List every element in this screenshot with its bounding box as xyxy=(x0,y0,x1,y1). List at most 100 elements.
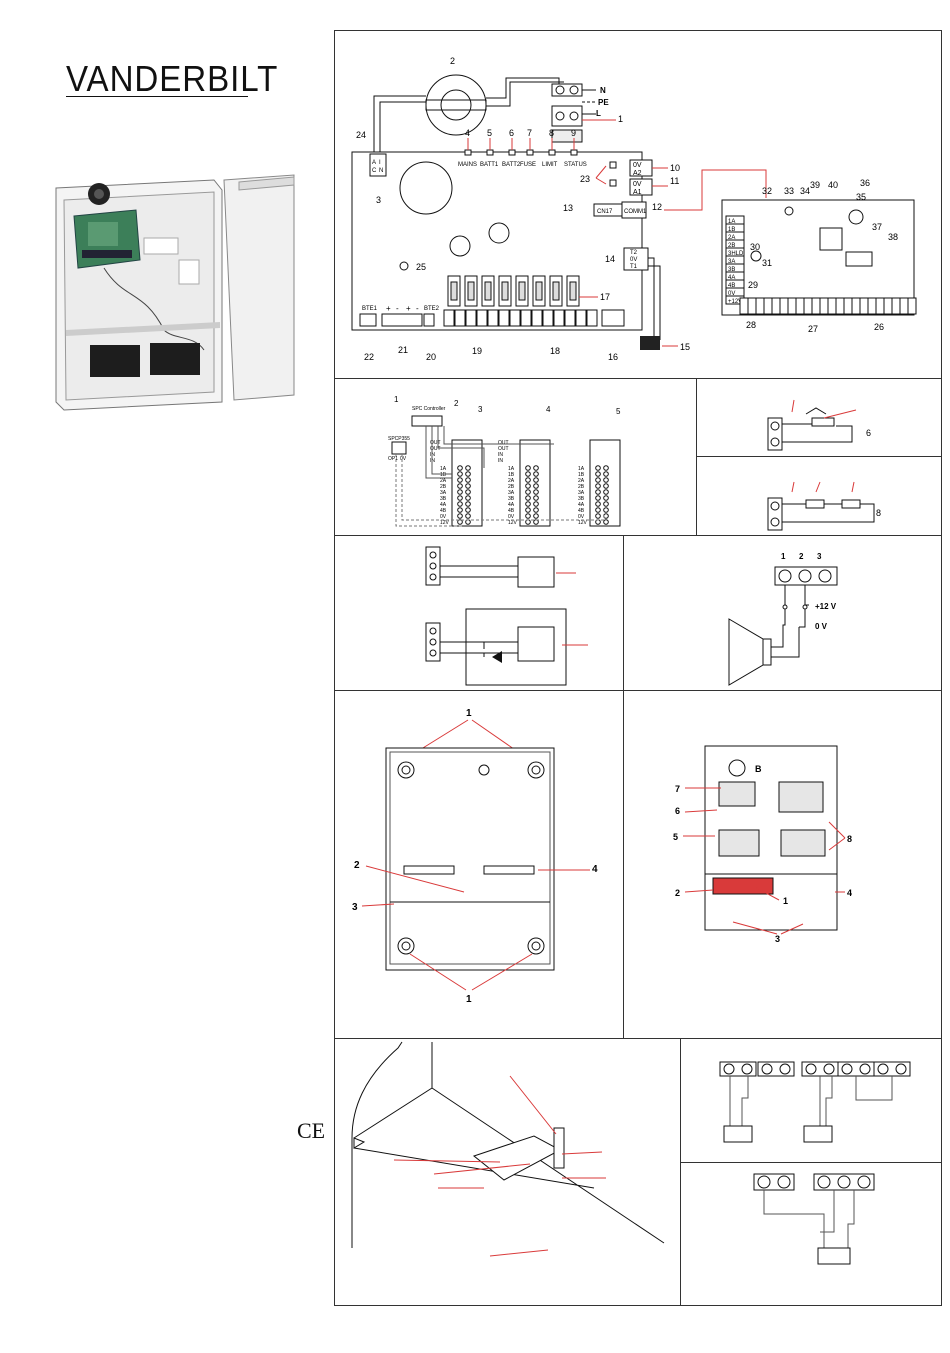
terminal-screw xyxy=(603,495,609,501)
terminal-screw xyxy=(465,471,471,477)
terminal-screw xyxy=(457,465,463,471)
callout: 13 xyxy=(563,203,573,213)
terminal-screw xyxy=(757,1175,771,1189)
terminal-screw xyxy=(457,519,463,525)
terminal-screw xyxy=(603,471,609,477)
callout: 3 xyxy=(817,552,822,561)
callout: 2 xyxy=(354,860,360,871)
terminal-screw xyxy=(895,1063,907,1075)
callout: 2 xyxy=(675,888,680,898)
controller-bottom-terminal xyxy=(779,297,789,315)
terminal-screw xyxy=(465,513,471,519)
callout: 1 xyxy=(781,552,786,561)
case-mark: B xyxy=(755,764,762,774)
terminal-screw xyxy=(457,495,463,501)
mains-label-n: N xyxy=(600,86,606,95)
terminal-screw xyxy=(741,1063,753,1075)
zone-terminal-label: 0V xyxy=(578,514,585,520)
callout: 3 xyxy=(352,902,358,913)
op1-label: OP1 xyxy=(388,456,398,462)
controller-terminal-label: 4B xyxy=(728,283,735,289)
callout: 38 xyxy=(888,232,898,242)
zone-terminal-label: 2A xyxy=(508,478,515,484)
controller-bottom-terminal xyxy=(891,297,901,315)
callout: 25 xyxy=(416,262,426,272)
controller-bottom-terminal xyxy=(819,297,829,315)
zone-terminal-label: 4B xyxy=(508,508,515,514)
controller-bottom-terminal xyxy=(795,297,805,315)
terminal-screw xyxy=(603,465,609,471)
callout: 27 xyxy=(808,324,818,334)
callout: 5 xyxy=(673,832,678,842)
term-t1: T1 xyxy=(630,264,638,270)
bus-terminal-label: IN xyxy=(498,458,503,464)
terminal-screw xyxy=(533,513,539,519)
led-label-mains: MAINS xyxy=(458,162,477,168)
terminal-screw xyxy=(837,1175,851,1189)
callout: 6 xyxy=(866,428,871,438)
bte2-terminal xyxy=(423,313,435,327)
zone-terminal-label: 2B xyxy=(508,484,515,490)
term-0v: 0V xyxy=(630,257,637,263)
wire xyxy=(763,1190,855,1248)
callout: 15 xyxy=(680,342,690,352)
battery-polarity: - xyxy=(396,304,399,313)
terminal-screw xyxy=(533,495,539,501)
bte1-terminal xyxy=(359,313,377,327)
callout: 39 xyxy=(810,180,820,190)
callout: 3 xyxy=(775,934,780,944)
terminal-screw xyxy=(525,465,531,471)
terminal-screw xyxy=(525,471,531,477)
eol-resistor-diagrams: 6 8 xyxy=(767,399,881,531)
callout: 17 xyxy=(600,292,610,302)
callout: 7 xyxy=(527,128,532,138)
zone-terminal-label: 4A xyxy=(578,502,585,508)
terminal-screw xyxy=(823,1063,835,1075)
callout: 16 xyxy=(608,352,618,362)
callout: 12 xyxy=(652,202,662,212)
fuse-element xyxy=(484,281,492,301)
callout: 34 xyxy=(800,186,810,196)
output-terminal xyxy=(465,309,477,327)
output-terminal xyxy=(542,309,554,327)
callout: 18 xyxy=(550,346,560,356)
zone-terminal-label: 4A xyxy=(440,502,447,508)
led-label-limit: LIMIT xyxy=(542,162,558,168)
zone-terminal-label: 1A xyxy=(508,466,515,472)
callout: 4 xyxy=(592,864,598,875)
bus-terminal-label: IN xyxy=(430,452,435,458)
terminal-screw xyxy=(595,501,601,507)
zone-terminal-label: 3A xyxy=(578,490,585,496)
terminal-screw xyxy=(533,507,539,513)
zone-terminal-label: 12V xyxy=(440,520,450,526)
zone-terminal-label: 0V xyxy=(440,514,447,520)
controller-bottom-terminal xyxy=(763,297,773,315)
callout: 10 xyxy=(670,163,680,173)
terminal-screw xyxy=(525,513,531,519)
expander-module xyxy=(589,439,621,527)
controller-bottom-terminal xyxy=(899,297,909,315)
terminal-screw xyxy=(465,489,471,495)
callout: 6 xyxy=(675,806,680,816)
bus-terminal-label: IN xyxy=(498,452,503,458)
terminal-screw xyxy=(857,1175,871,1189)
zone-terminal-label: 4B xyxy=(440,508,447,514)
callout: 5 xyxy=(487,128,492,138)
terminal-screw xyxy=(465,507,471,513)
bus-terminal-label: OUT xyxy=(498,440,509,446)
terminal-screw xyxy=(525,489,531,495)
terminal-screw xyxy=(525,507,531,513)
callout: 1 xyxy=(466,708,472,719)
callout: 8 xyxy=(876,508,881,518)
terminal-screw xyxy=(525,501,531,507)
term-0v: 0V xyxy=(633,181,642,188)
controller-terminal-label: 0V xyxy=(728,291,735,297)
terminal-screw xyxy=(841,1063,853,1075)
controller-bottom-terminal xyxy=(851,297,861,315)
zone-terminal-label: 3B xyxy=(440,496,447,502)
terminal-screw xyxy=(859,1063,871,1075)
vanderbilt-logo: VANDERBILT xyxy=(66,58,279,99)
ce-mark: CE xyxy=(297,1118,326,1143)
callout: 9 xyxy=(571,128,576,138)
callout: 1 xyxy=(466,994,472,1005)
